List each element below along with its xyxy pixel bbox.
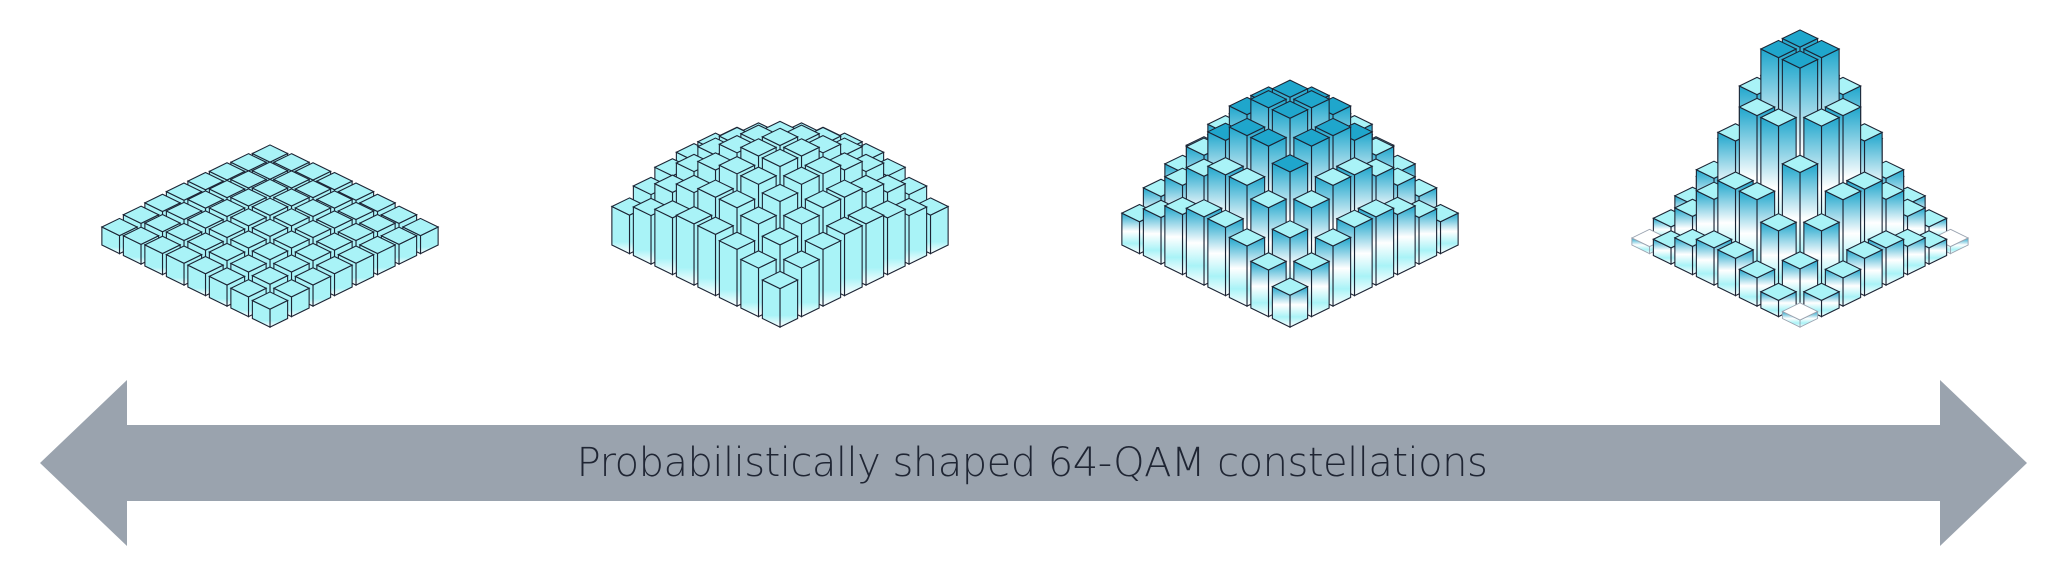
arrow-label: Probabilistically shaped 64-QAM constell… <box>576 440 1488 486</box>
constellation-bar <box>1271 277 1309 328</box>
constellation-bar <box>1802 282 1841 318</box>
constellation-bar <box>251 291 289 328</box>
constellation-bar <box>761 270 799 328</box>
constellation-medium-shaping <box>1120 79 1460 328</box>
constellation-light-shaping <box>610 120 950 328</box>
constellation-bar <box>1738 260 1776 307</box>
constellation-strong-shaping <box>1630 29 1970 328</box>
constellation-uniform <box>100 144 440 328</box>
constellation-bar <box>1759 282 1798 318</box>
constellation-bar <box>1781 302 1819 328</box>
double-arrow-shape <box>40 380 2027 546</box>
